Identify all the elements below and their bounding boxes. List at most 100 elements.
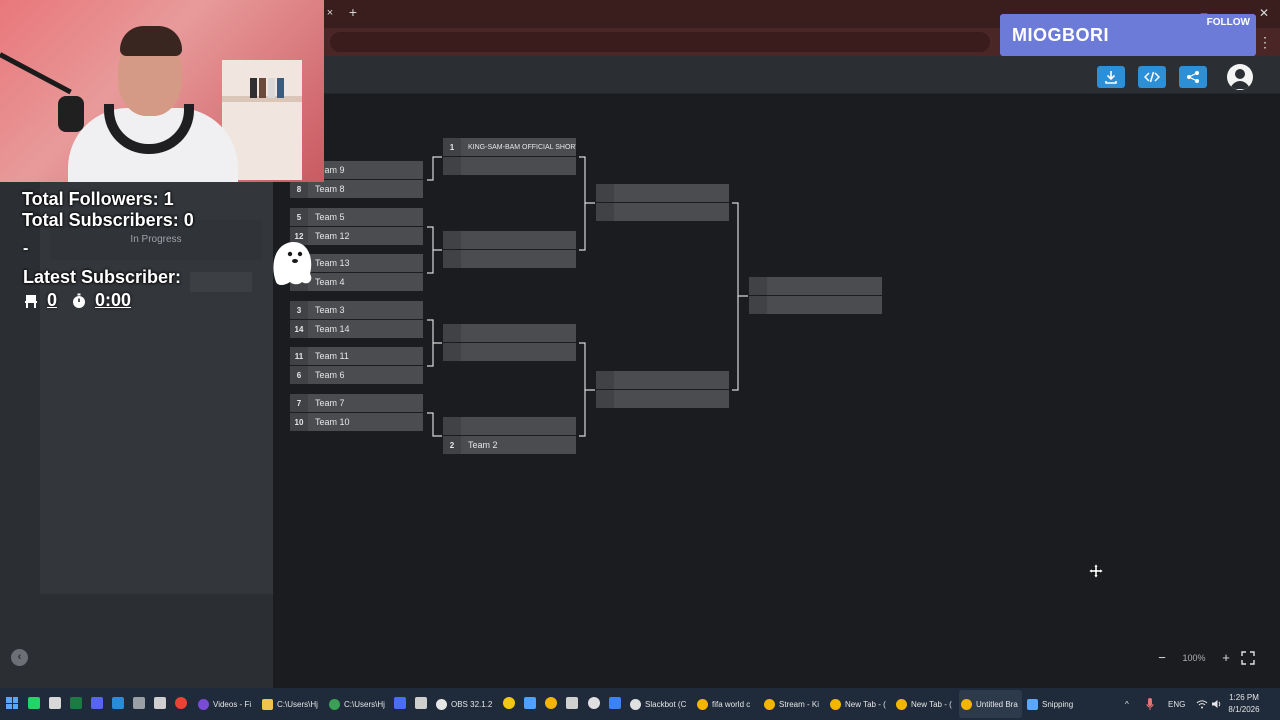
fullscreen-icon[interactable]	[1241, 651, 1255, 665]
zoom-controls: − 100% +	[1155, 650, 1233, 666]
team-name: Team 7	[315, 398, 345, 408]
app-icon[interactable]	[503, 697, 515, 709]
app-icon[interactable]	[609, 697, 621, 709]
channel-name: MIOGBORI	[1012, 25, 1109, 45]
discord-icon[interactable]	[91, 697, 103, 709]
team-name: Team 14	[315, 324, 350, 334]
team-name: Team 9	[315, 165, 345, 175]
embed-code-button[interactable]	[1138, 66, 1166, 88]
close-window-button[interactable]: ✕	[1258, 6, 1270, 20]
excel-icon[interactable]	[70, 697, 82, 709]
zoom-in-button[interactable]: +	[1222, 650, 1230, 665]
browser-menu-button[interactable]: ⋮	[1258, 34, 1272, 50]
tray-chevron-icon[interactable]: ^	[1125, 699, 1129, 709]
app-icon[interactable]	[566, 697, 578, 709]
system-clock[interactable]: 1:26 PM 8/1/2026	[1222, 692, 1266, 716]
team-name: Team 8	[315, 184, 345, 194]
collapse-sidebar-button[interactable]: ‹	[11, 649, 28, 666]
taskbar-item[interactable]: New Tab - (	[830, 696, 886, 712]
team-name: Team 12	[315, 231, 350, 241]
clock-date: 8/1/2026	[1228, 705, 1260, 714]
taskbar: Videos - Fi C:\Users\Hj C:\Users\Hj OBS …	[0, 688, 1280, 720]
match-r3-1[interactable]	[596, 184, 729, 222]
app-icon[interactable]	[588, 697, 600, 709]
minimize-button[interactable]: –	[1200, 6, 1208, 20]
app-icon[interactable]	[49, 697, 61, 709]
share-button[interactable]	[1179, 66, 1207, 88]
latest-follower: -	[23, 240, 29, 257]
whatsapp-icon[interactable]	[28, 697, 40, 709]
taskbar-item[interactable]: Snipping	[1027, 696, 1073, 712]
team-name: Team 6	[315, 370, 345, 380]
taskbar-item[interactable]: New Tab - (	[896, 696, 952, 712]
language-indicator[interactable]: ENG	[1168, 699, 1186, 709]
download-icon	[1105, 71, 1117, 84]
match-final[interactable]	[749, 277, 882, 315]
app-icon[interactable]	[545, 697, 557, 709]
active-taskbar-item[interactable]: Untitled Bra	[959, 690, 1022, 718]
new-tab-button[interactable]: +	[348, 4, 358, 20]
zoom-level: 100%	[1182, 653, 1206, 663]
team-name: Team 5	[315, 212, 345, 222]
team-name: KING-SAM-BAM OFFICIAL SHORT	[468, 143, 576, 151]
match-r3-2[interactable]	[596, 371, 729, 409]
stream-counters: 0 0:00	[23, 290, 145, 311]
tab-close-button[interactable]: ×	[326, 7, 334, 19]
sidebar-panel	[40, 120, 273, 594]
start-button[interactable]	[6, 697, 18, 709]
follow-button[interactable]: FOLLOW	[1206, 17, 1250, 28]
microphone-icon[interactable]	[1146, 696, 1154, 712]
stream-stats: Total Followers: 1 Total Subscribers: 0	[22, 189, 194, 231]
share-icon	[1187, 71, 1199, 83]
taskbar-item[interactable]: Stream - Ki	[764, 696, 819, 712]
code-icon	[1144, 71, 1160, 83]
team-name: Team 3	[315, 305, 345, 315]
vscode-icon[interactable]	[112, 697, 124, 709]
counter-value: 0	[47, 290, 58, 310]
user-avatar[interactable]	[1227, 64, 1253, 90]
total-followers: Total Followers: 1	[22, 189, 174, 209]
zoom-out-button[interactable]: −	[1158, 650, 1166, 665]
taskbar-item[interactable]: Videos - Fi	[198, 696, 251, 712]
team-name: Team 13	[315, 258, 350, 268]
sidebar-action-bar[interactable]	[190, 272, 252, 292]
match-r2-3[interactable]	[443, 324, 576, 362]
taskbar-item[interactable]: Slackbot (C	[630, 696, 686, 712]
user-icon	[1230, 69, 1250, 89]
taskbar-item[interactable]: Untitled Bra	[961, 696, 1018, 712]
taskbar-item[interactable]: C:\Users\Hj	[262, 696, 318, 712]
clock-time: 1:26 PM	[1229, 693, 1259, 702]
team-name: Team 4	[315, 277, 345, 287]
address-bar[interactable]	[330, 32, 990, 52]
app-icon[interactable]	[524, 697, 536, 709]
tournament-status: In Progress	[130, 234, 182, 245]
timer-value: 0:00	[95, 290, 132, 310]
stopwatch-icon	[73, 293, 86, 308]
tournament-card[interactable]	[50, 220, 262, 260]
team-name: Team 10	[315, 417, 350, 427]
webcam-feed	[0, 0, 324, 182]
match-r2-2[interactable]	[443, 231, 576, 269]
taskbar-item[interactable]: C:\Users\Hj	[329, 696, 385, 712]
download-button[interactable]	[1097, 66, 1125, 88]
chrome-icon[interactable]	[175, 697, 187, 709]
app-icon[interactable]	[415, 697, 427, 709]
taskbar-item[interactable]: OBS 32.1.2	[436, 696, 492, 712]
wifi-icon[interactable]	[1196, 696, 1208, 712]
volume-icon[interactable]	[1211, 696, 1223, 712]
taskbar-item[interactable]: fifa world c	[697, 696, 750, 712]
app-icon[interactable]	[154, 697, 166, 709]
app-icon[interactable]	[394, 697, 406, 709]
chair-icon	[25, 294, 37, 308]
app-icon[interactable]	[133, 697, 145, 709]
channel-banner: MIOGBORI FOLLOW	[1000, 14, 1256, 56]
team-name: Team 2	[468, 440, 498, 450]
